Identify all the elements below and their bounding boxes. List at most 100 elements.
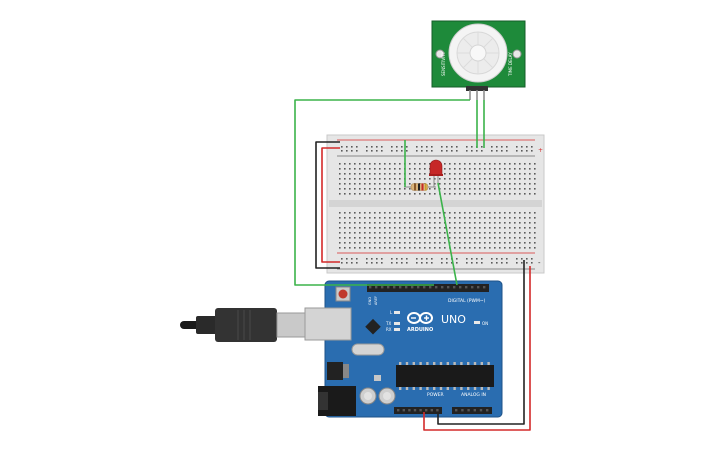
breadboard-hole[interactable] — [434, 217, 436, 219]
breadboard-hole[interactable] — [526, 150, 528, 152]
wires[interactable] — [294, 99, 531, 431]
breadboard-hole[interactable] — [376, 258, 378, 260]
breadboard-hole[interactable] — [484, 232, 486, 234]
breadboard-hole[interactable] — [501, 150, 503, 152]
breadboard-hole[interactable] — [419, 232, 421, 234]
breadboard-hole[interactable] — [509, 232, 511, 234]
breadboard-hole[interactable] — [529, 237, 531, 239]
breadboard-hole[interactable] — [364, 188, 366, 190]
breadboard-hole[interactable] — [524, 183, 526, 185]
header-pin[interactable] — [473, 409, 476, 412]
breadboard-hole[interactable] — [354, 217, 356, 219]
breadboard-hole[interactable] — [474, 217, 476, 219]
breadboard-hole[interactable] — [464, 247, 466, 249]
breadboard-hole[interactable] — [399, 183, 401, 185]
breadboard-hole[interactable] — [469, 247, 471, 249]
breadboard-hole[interactable] — [399, 217, 401, 219]
breadboard-hole[interactable] — [359, 173, 361, 175]
breadboard-hole[interactable] — [509, 168, 511, 170]
chip-leg[interactable] — [419, 362, 422, 365]
breadboard-hole[interactable] — [419, 163, 421, 165]
breadboard-hole[interactable] — [394, 242, 396, 244]
breadboard-hole[interactable] — [529, 193, 531, 195]
breadboard-hole[interactable] — [509, 163, 511, 165]
chip-leg[interactable] — [467, 362, 470, 365]
breadboard-hole[interactable] — [359, 168, 361, 170]
breadboard-hole[interactable] — [349, 242, 351, 244]
breadboard-hole[interactable] — [489, 168, 491, 170]
breadboard-hole[interactable] — [354, 188, 356, 190]
breadboard-hole[interactable] — [491, 146, 493, 148]
breadboard-hole[interactable] — [519, 242, 521, 244]
header-pin[interactable] — [369, 286, 372, 289]
breadboard-hole[interactable] — [389, 212, 391, 214]
breadboard-hole[interactable] — [379, 163, 381, 165]
breadboard-hole[interactable] — [376, 262, 378, 264]
breadboard-hole[interactable] — [484, 163, 486, 165]
header-pin[interactable] — [461, 409, 464, 412]
breadboard-hole[interactable] — [464, 242, 466, 244]
breadboard-hole[interactable] — [399, 178, 401, 180]
header-pin[interactable] — [393, 286, 396, 289]
breadboard-hole[interactable] — [426, 146, 428, 148]
breadboard-hole[interactable] — [449, 178, 451, 180]
breadboard-hole[interactable] — [341, 146, 343, 148]
breadboard-hole[interactable] — [434, 188, 436, 190]
breadboard-hole[interactable] — [339, 242, 341, 244]
breadboard-hole[interactable] — [494, 188, 496, 190]
breadboard-hole[interactable] — [384, 227, 386, 229]
breadboard-hole[interactable] — [454, 168, 456, 170]
chip-leg[interactable] — [460, 387, 463, 390]
breadboard-hole[interactable] — [451, 150, 453, 152]
header-pin[interactable] — [436, 409, 439, 412]
breadboard-hole[interactable] — [399, 242, 401, 244]
breadboard-hole[interactable] — [349, 247, 351, 249]
power-header[interactable] — [394, 407, 442, 414]
breadboard-hole[interactable] — [514, 222, 516, 224]
breadboard-hole[interactable] — [421, 146, 423, 148]
chip-leg[interactable] — [433, 387, 436, 390]
breadboard-hole[interactable] — [396, 150, 398, 152]
breadboard-hole[interactable] — [484, 183, 486, 185]
chip-leg[interactable] — [405, 362, 409, 365]
breadboard-hole[interactable] — [524, 242, 526, 244]
breadboard-hole[interactable] — [429, 183, 431, 185]
breadboard-hole[interactable] — [479, 237, 481, 239]
header-pin[interactable] — [423, 286, 426, 289]
breadboard-hole[interactable] — [364, 217, 366, 219]
breadboard-hole[interactable] — [509, 173, 511, 175]
breadboard-hole[interactable] — [489, 193, 491, 195]
breadboard-hole[interactable] — [426, 150, 428, 152]
breadboard-hole[interactable] — [489, 183, 491, 185]
breadboard-hole[interactable] — [344, 247, 346, 249]
breadboard-hole[interactable] — [471, 150, 473, 152]
breadboard-hole[interactable] — [404, 217, 406, 219]
breadboard-hole[interactable] — [444, 168, 446, 170]
chip-leg[interactable] — [487, 362, 490, 365]
chip-leg[interactable] — [433, 362, 436, 365]
breadboard-hole[interactable] — [349, 188, 351, 190]
breadboard-hole[interactable] — [414, 217, 416, 219]
digital-header-pins[interactable] — [369, 286, 486, 289]
breadboard-hole[interactable] — [519, 163, 521, 165]
breadboard-hole[interactable] — [416, 262, 418, 264]
breadboard-hole[interactable] — [419, 193, 421, 195]
breadboard-hole[interactable] — [434, 237, 436, 239]
breadboard-hole[interactable] — [389, 247, 391, 249]
breadboard-hole[interactable] — [384, 217, 386, 219]
breadboard-hole[interactable] — [339, 163, 341, 165]
breadboard-hole[interactable] — [424, 217, 426, 219]
breadboard-hole[interactable] — [409, 247, 411, 249]
arduino-uno[interactable]: DIGITAL (PWM~) AREF GND L TX RX ARDUINO … — [180, 280, 503, 418]
breadboard-hole[interactable] — [534, 222, 536, 224]
breadboard-hole[interactable] — [474, 173, 476, 175]
breadboard-hole[interactable] — [479, 163, 481, 165]
breadboard-hole[interactable] — [389, 222, 391, 224]
breadboard-hole[interactable] — [384, 242, 386, 244]
breadboard-hole[interactable] — [489, 173, 491, 175]
breadboard-hole[interactable] — [394, 173, 396, 175]
breadboard-hole[interactable] — [354, 193, 356, 195]
breadboard-hole[interactable] — [429, 217, 431, 219]
breadboard-hole[interactable] — [389, 183, 391, 185]
breadboard-hole[interactable] — [479, 227, 481, 229]
